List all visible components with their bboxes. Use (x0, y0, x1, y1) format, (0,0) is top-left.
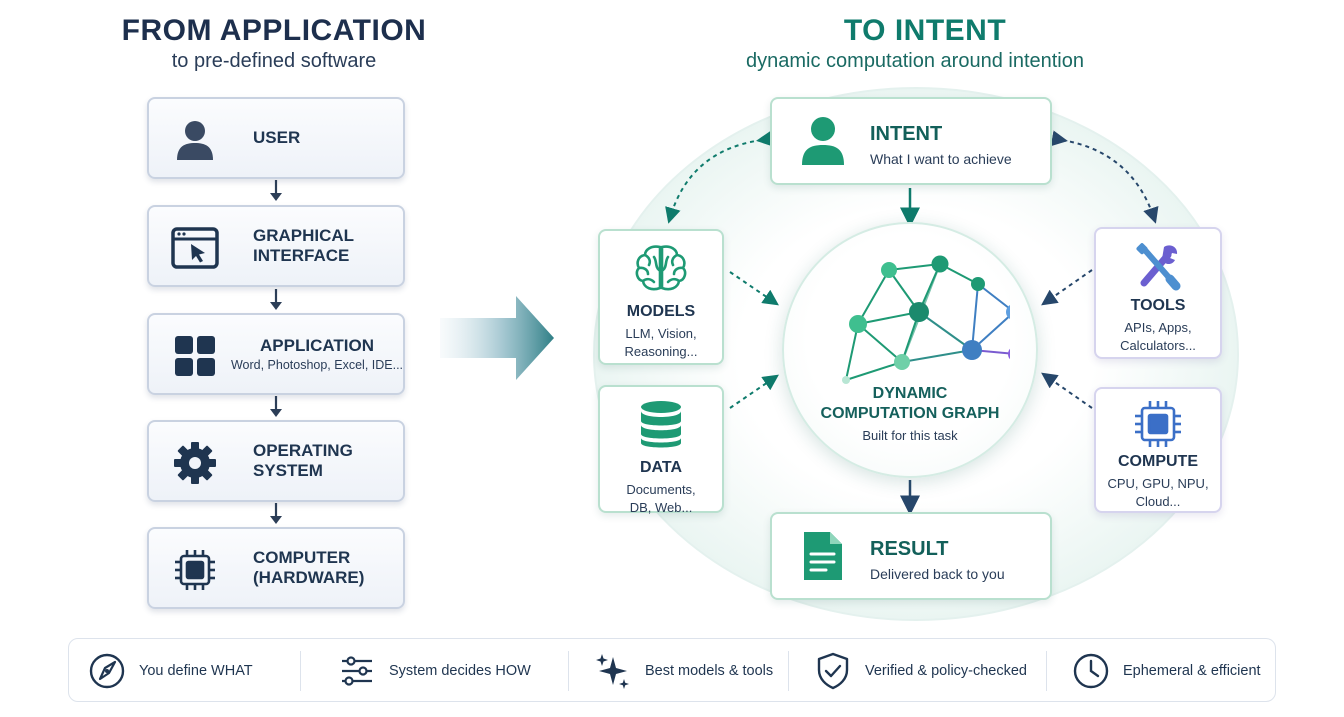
left-subtitle: to pre-defined software (171, 50, 377, 72)
brain-icon (635, 245, 687, 291)
feature-label: Best models & tools (645, 663, 774, 679)
right-subtitle: dynamic computation around intention (746, 50, 1084, 72)
feature-item: You define WHAT (87, 639, 253, 703)
shield-check-icon (817, 652, 849, 690)
down-arrow (270, 503, 282, 524)
feature-label: You define WHAT (139, 663, 253, 679)
window-cursor-icon (171, 227, 219, 269)
result-box: RESULT Delivered back to you (770, 512, 1052, 600)
feature-item: Best models & tools (593, 639, 773, 703)
stack-box-application: APPLICATION Word, Photoshop, Excel, IDE.… (147, 313, 405, 395)
gear-icon (174, 442, 216, 484)
user-icon (802, 117, 844, 165)
intent-label: INTENT (870, 123, 943, 145)
network-graph-icon (842, 255, 1010, 384)
down-arrow (270, 180, 282, 201)
intent-sublabel: What I want to achieve (870, 151, 1012, 167)
models-box: MODELS LLM, Vision, Reasoning... (598, 229, 724, 365)
app-grid-icon (175, 336, 215, 376)
wrench-screwdriver-icon (1136, 243, 1181, 291)
feature-item: Ephemeral & efficient (1071, 639, 1261, 703)
stack-box-graphical-interface: GRAPHICAL INTERFACE (147, 205, 405, 287)
stack-label: GRAPHICAL INTERFACE (253, 226, 355, 265)
center-label: DYNAMIC COMPUTATION GRAPH (820, 385, 1000, 422)
stack-sublabel: Word, Photoshop, Excel, IDE... (230, 358, 404, 372)
tools-sublabel: APIs, Apps, Calculators... (1120, 320, 1196, 353)
feature-label: System decides HOW (389, 663, 531, 679)
chip-icon (175, 550, 215, 590)
intent-box: INTENT What I want to achieve (770, 97, 1052, 185)
clock-icon (1073, 653, 1109, 689)
compute-sublabel: CPU, GPU, NPU, Cloud... (1107, 476, 1209, 509)
divider (788, 651, 789, 691)
models-sublabel: LLM, Vision, Reasoning... (624, 326, 698, 359)
user-icon (177, 121, 213, 160)
stack-label: USER (253, 128, 301, 147)
sparkles-icon (596, 654, 629, 689)
divider (568, 651, 569, 691)
transition-arrow-icon (440, 296, 554, 380)
divider (1046, 651, 1047, 691)
compass-icon (89, 653, 125, 689)
result-sublabel: Delivered back to you (870, 566, 1005, 582)
down-arrow (270, 289, 282, 310)
center-sublabel: Built for this task (862, 428, 958, 443)
sliders-icon (342, 656, 372, 686)
compute-label: COMPUTE (1118, 453, 1198, 470)
stack-box-user: USER (147, 97, 405, 179)
feature-label: Verified & policy-checked (865, 663, 1027, 679)
left-title: FROM APPLICATION (121, 14, 427, 47)
tools-label: TOOLS (1130, 297, 1186, 314)
feature-item: Verified & policy-checked (813, 639, 1027, 703)
feature-bar: You define WHAT System decides HOW Best … (68, 638, 1276, 702)
feature-item: System decides HOW (337, 639, 531, 703)
document-icon (804, 532, 842, 580)
result-label: RESULT (870, 538, 949, 560)
stack-label: COMPUTER (HARDWARE) (253, 548, 365, 587)
stack-box-operating-system: OPERATING SYSTEM (147, 420, 405, 502)
stack-label: OPERATING SYSTEM (253, 441, 353, 480)
compute-box: COMPUTE CPU, GPU, NPU, Cloud... (1094, 387, 1222, 513)
data-sublabel: Documents, DB, Web... (626, 482, 696, 515)
stack-box-computer-hardware: COMPUTER (HARDWARE) (147, 527, 405, 609)
stack-label: APPLICATION (260, 336, 374, 355)
divider (300, 651, 301, 691)
data-box: DATA Documents, DB, Web... (598, 385, 724, 515)
dynamic-graph-circle: DYNAMIC COMPUTATION GRAPH Built for this… (782, 222, 1038, 478)
data-label: DATA (639, 459, 683, 476)
down-arrow (270, 396, 282, 417)
chip-icon (1135, 401, 1181, 447)
tools-box: TOOLS APIs, Apps, Calculators... (1094, 227, 1222, 359)
database-icon (641, 401, 681, 448)
models-label: MODELS (626, 303, 696, 320)
right-title: TO INTENT (843, 14, 1007, 47)
feature-label: Ephemeral & efficient (1123, 663, 1261, 679)
